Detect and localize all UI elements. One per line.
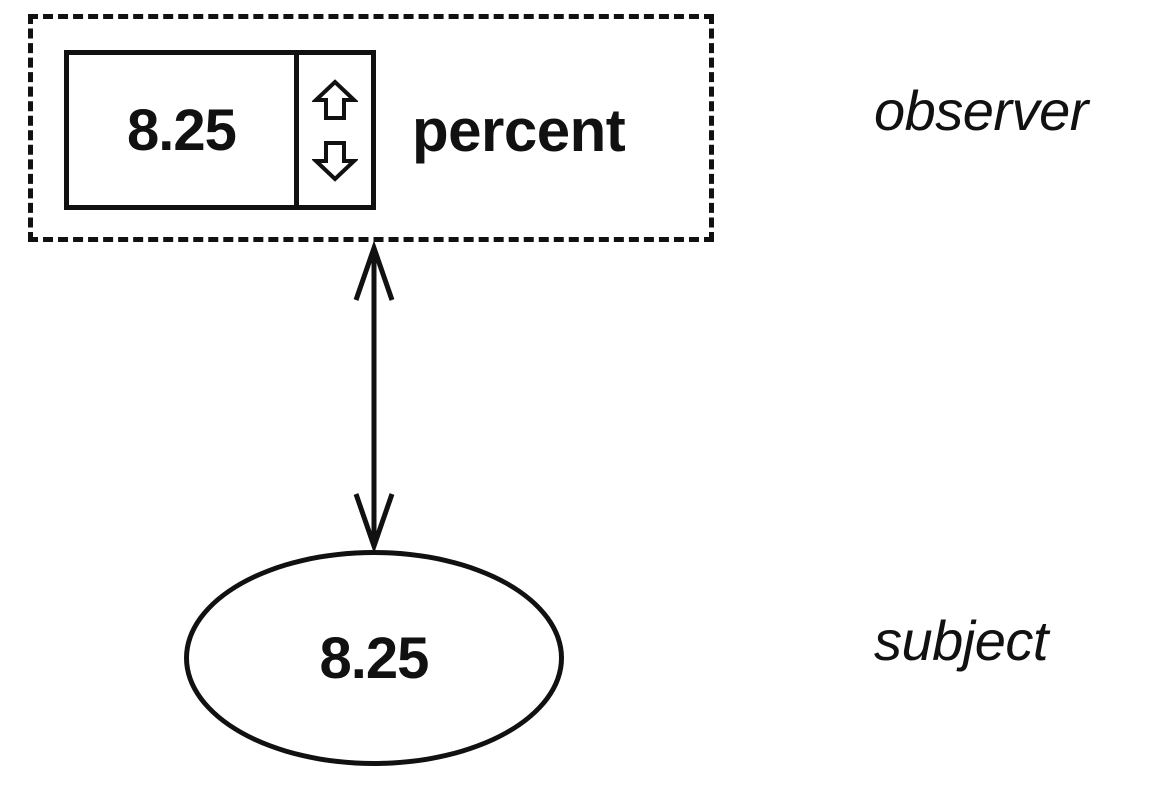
arrow-up-icon[interactable] xyxy=(312,78,358,122)
subject-role-label: subject xyxy=(874,609,1048,672)
arrow-down-icon[interactable] xyxy=(312,139,358,183)
spinner-arrows xyxy=(299,55,371,205)
value-spinner[interactable]: 8.25 xyxy=(64,50,376,210)
unit-label: percent xyxy=(412,97,626,164)
subject-ellipse: 8.25 xyxy=(184,550,564,766)
connector-arrowhead-down xyxy=(353,493,395,554)
observer-role-label: observer xyxy=(874,79,1088,142)
observer-frame xyxy=(28,14,714,242)
spinner-value-field[interactable]: 8.25 xyxy=(69,55,299,205)
subject-value: 8.25 xyxy=(319,625,430,691)
connector-arrowhead-up xyxy=(353,240,395,301)
